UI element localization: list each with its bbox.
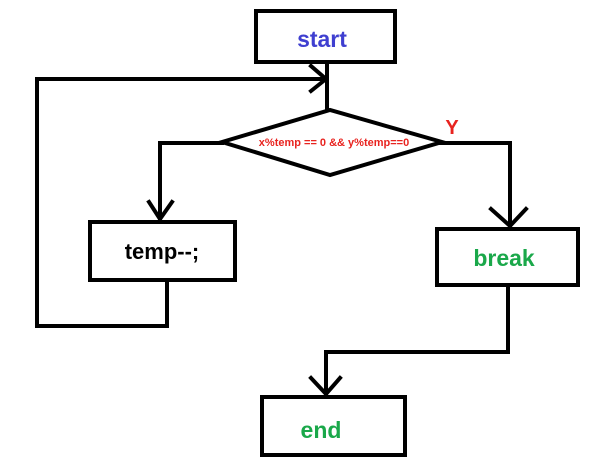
node-break-label: break [473, 245, 535, 271]
edge-yes-label: Y [445, 117, 459, 139]
edge-break-to-end [324, 284, 510, 397]
node-end-label: end [301, 417, 342, 443]
node-break: break [435, 227, 580, 287]
arrowhead-break [488, 206, 529, 229]
node-start-label: start [297, 26, 347, 52]
node-start: start [254, 9, 397, 64]
node-condition: x%temp == 0 && y%temp==0 [215, 107, 450, 178]
arrowhead-end [308, 375, 343, 397]
arrowhead-decrement [146, 199, 175, 223]
edge-condition-to-break [439, 141, 512, 229]
arrowhead-loop [308, 63, 330, 94]
node-decrement: temp--; [88, 220, 237, 282]
node-decrement-label: temp--; [125, 239, 200, 264]
edge-condition-to-decrement [158, 141, 224, 222]
node-condition-label: x%temp == 0 && y%temp==0 [259, 137, 409, 149]
edge-loop-back [35, 77, 326, 328]
node-end: end [260, 395, 407, 457]
